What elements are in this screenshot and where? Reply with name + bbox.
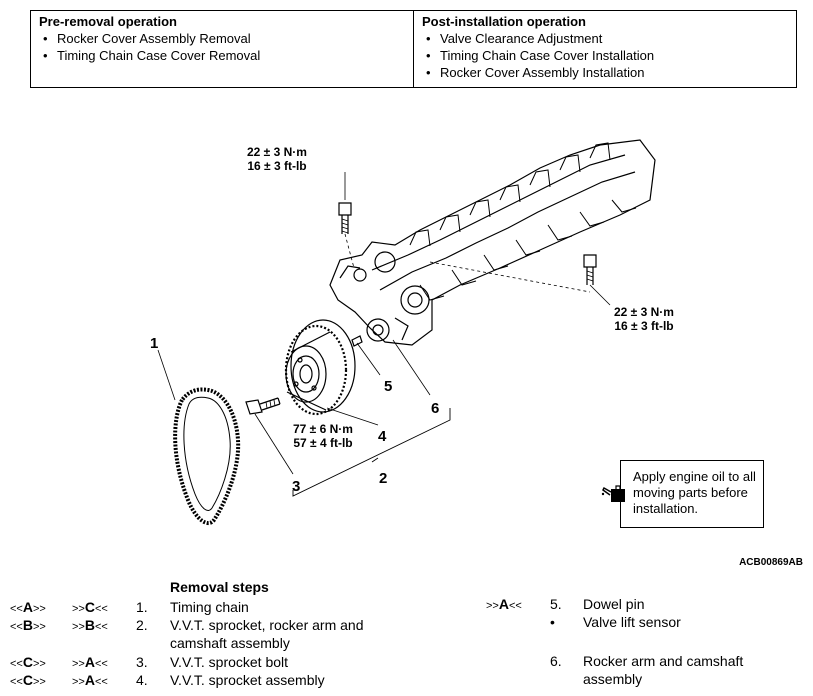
step-number: 6. [550,653,562,669]
vvt-sprocket-bolt [245,397,294,475]
dowel-pin [351,335,381,376]
step-text: assembly [583,671,643,687]
exploded-view-diagram [157,139,656,526]
service-point-ref: <<C>> [10,654,46,670]
vvt-sprocket [284,319,356,416]
timing-chain [157,349,241,526]
oil-note-box: Apply engine oil to all moving parts bef… [620,460,764,528]
bolt-top [338,172,355,269]
step-number: 4. [136,672,148,688]
service-point-ref: >>A<< [72,654,108,670]
torque-ftlb: 57 ± 4 ft-lb [293,436,353,450]
service-point-ref: <<C>> [10,672,46,688]
removal-step: <<C>> >>A<< 3. V.V.T. sprocket bolt [10,653,410,671]
step-text: Dowel pin [583,596,645,612]
step-text: V.V.T. sprocket bolt [170,654,289,670]
torque-nm: 22 ± 3 N·m [247,145,307,159]
post-installation-item: Valve Clearance Adjustment [422,30,788,47]
bolt-right [429,254,611,306]
step-text: Rocker arm and camshaft [583,653,744,669]
service-point-ref: <<A>> [10,599,46,615]
service-point-ref: >>B<< [72,617,108,633]
figure-code: ACB00869AB [739,557,803,568]
step-number: 5. [550,596,562,612]
torque-ftlb: 16 ± 3 ft-lb [247,159,307,173]
pre-removal-heading: Pre-removal operation [39,14,177,29]
service-point-ref: >>A<< [72,672,108,688]
post-installation-column: Post-installation operation Valve Cleara… [413,11,796,87]
torque-nm: 22 ± 3 N·m [614,305,674,319]
callout-1: 1 [150,335,159,352]
service-point-ref: >>A<< [486,596,522,612]
step-text: V.V.T. sprocket, rocker arm and [170,617,364,633]
torque-label-bolt: 77 ± 6 N·m 57 ± 4 ft-lb [293,422,353,450]
removal-step: <<C>> >>A<< 4. V.V.T. sprocket assembly [10,671,410,689]
removal-step: >>A<< 5. Dowel pin [486,595,796,613]
removal-step: • Valve lift sensor [486,613,796,631]
torque-label-right: 22 ± 3 N·m 16 ± 3 ft-lb [614,305,674,333]
removal-step: 6. Rocker arm and camshaft assembly [486,652,796,688]
torque-nm: 77 ± 6 N·m [293,422,353,436]
post-installation-item: Rocker Cover Assembly Installation [422,64,788,81]
callout-6: 6 [431,400,440,417]
removal-step: <<B>> >>B<< 2. V.V.T. sprocket, rocker a… [10,616,410,652]
post-installation-item: Timing Chain Case Cover Installation [422,47,788,64]
removal-step: <<A>> >>C<< 1. Timing chain [10,598,410,616]
operations-table: Pre-removal operation Rocker Cover Assem… [30,10,797,88]
rocker-camshaft-assembly [329,139,656,346]
step-number: 1. [136,599,148,615]
step-text: Timing chain [170,599,249,615]
pre-removal-item: Rocker Cover Assembly Removal [39,30,405,47]
post-installation-heading: Post-installation operation [422,14,586,29]
step-text: camshaft assembly [170,635,290,651]
service-point-ref: <<B>> [10,617,46,633]
step-text: V.V.T. sprocket assembly [170,672,325,688]
torque-label-top: 22 ± 3 N·m 16 ± 3 ft-lb [247,145,307,173]
step-bullet: • [550,614,555,630]
step-number: 2. [136,617,148,633]
torque-ftlb: 16 ± 3 ft-lb [614,319,674,333]
step-number: 3. [136,654,148,670]
callout-4: 4 [378,428,387,445]
callout-2: 2 [379,470,388,487]
service-point-ref: >>C<< [72,599,108,615]
step-text: Valve lift sensor [583,614,681,630]
callout-5: 5 [384,378,393,395]
removal-steps-title: Removal steps [170,579,269,595]
pre-removal-column: Pre-removal operation Rocker Cover Assem… [31,11,413,87]
callout-3: 3 [292,478,301,495]
pre-removal-item: Timing Chain Case Cover Removal [39,47,405,64]
